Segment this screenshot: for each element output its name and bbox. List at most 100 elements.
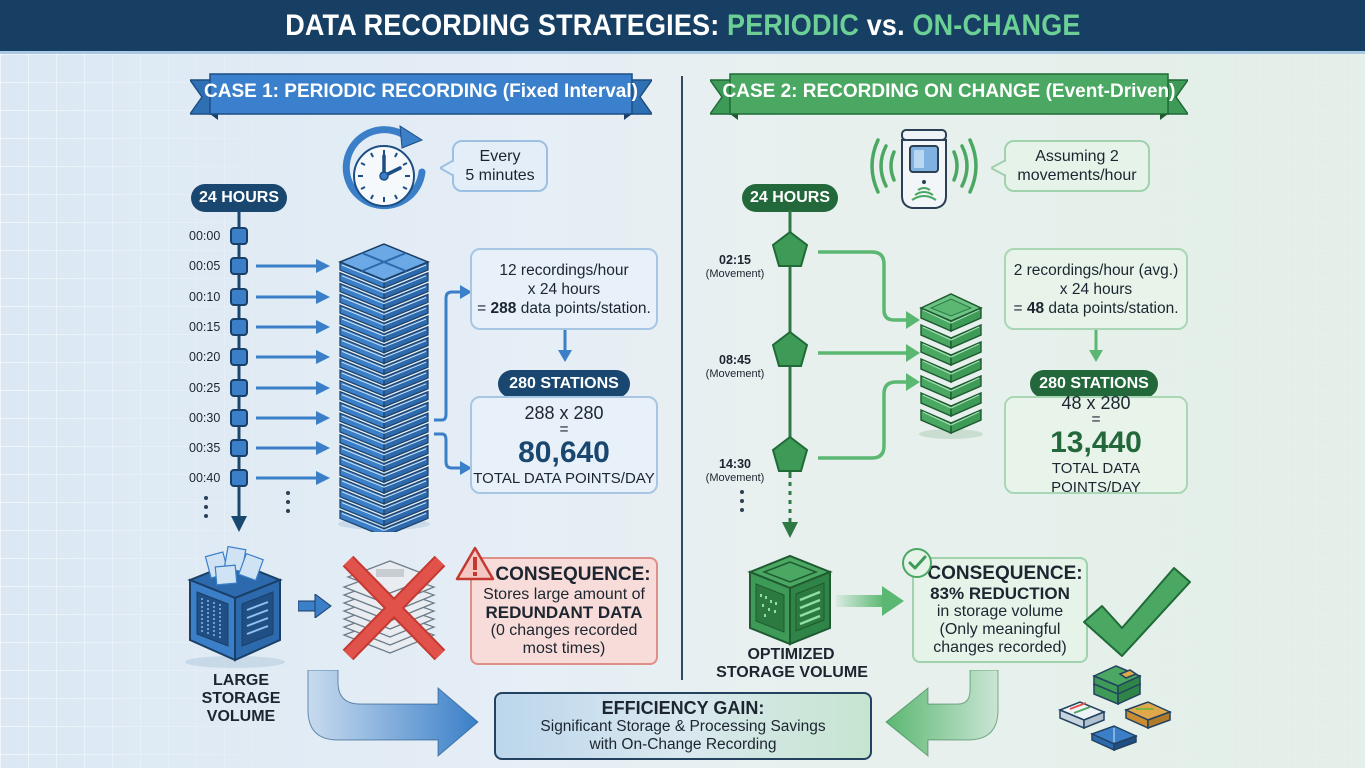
- timeline-time: 00:05: [189, 259, 221, 274]
- total-label: TOTAL DATA POINTS/DAY: [1051, 460, 1141, 496]
- total-value: 80,640: [518, 435, 610, 469]
- total-equals: =: [559, 420, 569, 438]
- right-arrow-icon: [836, 586, 904, 616]
- calc-result: = 288 data points/station.: [477, 299, 651, 317]
- record-arrow: [256, 471, 330, 486]
- clock-refresh-icon: [342, 125, 426, 210]
- check-circle-icon: [902, 548, 932, 578]
- movement-event-label: 02:15(Movement): [705, 253, 765, 281]
- timeline-time: 00:00: [189, 229, 221, 243]
- recording-node: [230, 439, 248, 458]
- recording-node: [230, 469, 248, 488]
- down-arrow-icon: [558, 330, 572, 362]
- case2-storage-caption-2: STORAGE VOLUME: [716, 664, 868, 681]
- record-arrow: [256, 380, 330, 395]
- case1-storage-caption: LARGE STORAGE VOLUME: [201, 672, 281, 725]
- recording-node: [230, 408, 248, 427]
- consequence-line: (0 changes recorded: [490, 622, 638, 639]
- efficiency-arrow-left: [307, 670, 479, 758]
- case1-timeline-label: 24 HOURS: [191, 184, 287, 212]
- large-storage-box-icon: [185, 545, 285, 668]
- consequence-strong: 83% REDUCTION: [930, 584, 1070, 603]
- timeline-time: 00:15: [189, 319, 221, 334]
- page-header: DATA RECORDING STRATEGIES: PERIODIC vs. …: [0, 0, 1365, 54]
- consequence-line: most times): [522, 640, 606, 657]
- record-arrow: [256, 259, 330, 274]
- total-formula: 48 x 280: [1061, 393, 1131, 413]
- bubble-line: Assuming 2: [1035, 148, 1119, 165]
- title-prefix: DATA RECORDING STRATEGIES:: [284, 8, 727, 42]
- case2-total-box: 48 x 280 = 13,440 TOTAL DATA POINTS/DAY: [1004, 393, 1188, 496]
- case2-consequence-box: CONSEQUENCE: 83% REDUCTION in storage vo…: [912, 557, 1088, 663]
- case2-assumption-bubble: Assuming 2 movements/hour: [1004, 140, 1150, 192]
- server-stack-icon: [338, 243, 430, 532]
- consequence-line: (Only meaningful: [939, 621, 1061, 638]
- recording-node: [230, 348, 248, 367]
- consequence-line: changes recorded): [933, 639, 1067, 656]
- timeline-time: 00:25: [189, 380, 221, 395]
- efficiency-arrow-right: [885, 670, 999, 758]
- page-title: DATA RECORDING STRATEGIES: PERIODIC vs. …: [285, 9, 1080, 43]
- efficiency-line: Significant Storage & Processing Savings: [540, 718, 826, 735]
- case2-calc-box: 2 recordings/hour (avg.) x 24 hours = 48…: [1004, 248, 1188, 330]
- timeline-time: 00:40: [189, 471, 221, 486]
- case2-ribbon-label: CASE 2: RECORDING ON CHANGE (Event-Drive…: [722, 81, 1176, 102]
- case1-stations-pill: 280 STATIONS: [498, 370, 630, 398]
- consequence-strong: REDUNDANT DATA: [485, 603, 643, 622]
- ellipsis-icon: [286, 491, 290, 518]
- big-checkmark-icon: [1083, 567, 1191, 657]
- flow-arrows: [434, 285, 472, 475]
- movement-event-label: 08:45(Movement): [705, 353, 765, 381]
- small-server-stack-icon: [919, 293, 983, 439]
- timeline-time: 00:20: [189, 350, 221, 365]
- case1-ribbon-label: CASE 1: PERIODIC RECORDING (Fixed Interv…: [204, 81, 638, 102]
- case2-timeline: [771, 210, 920, 538]
- title-periodic: PERIODIC: [726, 8, 859, 42]
- recording-node: [230, 227, 248, 245]
- case1-total-box: 288 x 280 = 80,640 TOTAL DATA POINTS/DAY: [470, 396, 658, 494]
- ellipsis-icon: [204, 496, 208, 523]
- bubble-line: movements/hour: [1017, 167, 1137, 184]
- bubble-tail: [991, 160, 1006, 176]
- warning-icon: [455, 546, 495, 581]
- motion-sensor-icon: [870, 129, 978, 209]
- efficiency-line: with On-Change Recording: [589, 736, 777, 753]
- record-arrow: [256, 441, 330, 456]
- case1-interval-bubble: Every 5 minutes: [452, 140, 548, 192]
- record-arrow: [256, 289, 330, 304]
- case2-ribbon: CASE 2: RECORDING ON CHANGE (Event-Drive…: [710, 70, 1188, 120]
- recording-node: [230, 257, 248, 276]
- bubble-line: Every: [479, 148, 521, 165]
- case2-storage-caption: OPTIMIZED: [747, 646, 835, 663]
- ellipsis-icon: [740, 490, 744, 517]
- redundant-data-crossed-icon: [342, 555, 446, 661]
- total-label: TOTAL DATA POINTS/DAY: [473, 469, 655, 487]
- total-value: 13,440: [1050, 426, 1142, 459]
- calc-line: 2 recordings/hour (avg.): [1013, 261, 1179, 279]
- consequence-title: CONSEQUENCE:: [927, 563, 1083, 584]
- timeline-time: 00:35: [189, 441, 221, 456]
- consequence-title: CONSEQUENCE:: [495, 564, 651, 585]
- recording-node: [230, 378, 248, 397]
- efficiency-gain-box: EFFICIENCY GAIN: Significant Storage & P…: [494, 692, 872, 760]
- record-arrow: [256, 319, 330, 334]
- case2-stations-pill: 280 STATIONS: [1030, 370, 1158, 398]
- timeline-time: 00:10: [189, 289, 221, 304]
- efficiency-title: EFFICIENCY GAIN:: [601, 698, 765, 718]
- title-on-change: ON-CHANGE: [912, 8, 1081, 42]
- case2-timeline-label: 24 HOURS: [742, 184, 838, 212]
- recording-node: [230, 287, 248, 306]
- calc-line: 12 recordings/hour: [499, 261, 629, 279]
- record-arrow: [256, 410, 330, 425]
- case1-consequence-box: CONSEQUENCE: Stores large amount of REDU…: [470, 557, 658, 665]
- record-arrow: [256, 350, 330, 365]
- case1-calc-box: 12 recordings/hour x 24 hours = 288 data…: [470, 248, 658, 330]
- consequence-line: in storage volume: [936, 603, 1064, 620]
- consequence-line: Stores large amount of: [483, 586, 645, 603]
- calc-line: x 24 hours: [527, 280, 601, 298]
- bubble-line: 5 minutes: [465, 167, 535, 184]
- calc-line: x 24 hours: [1059, 280, 1133, 298]
- recording-node: [230, 317, 248, 336]
- right-arrow-icon: [298, 594, 332, 618]
- movement-event-label: 14:30(Movement): [705, 457, 765, 485]
